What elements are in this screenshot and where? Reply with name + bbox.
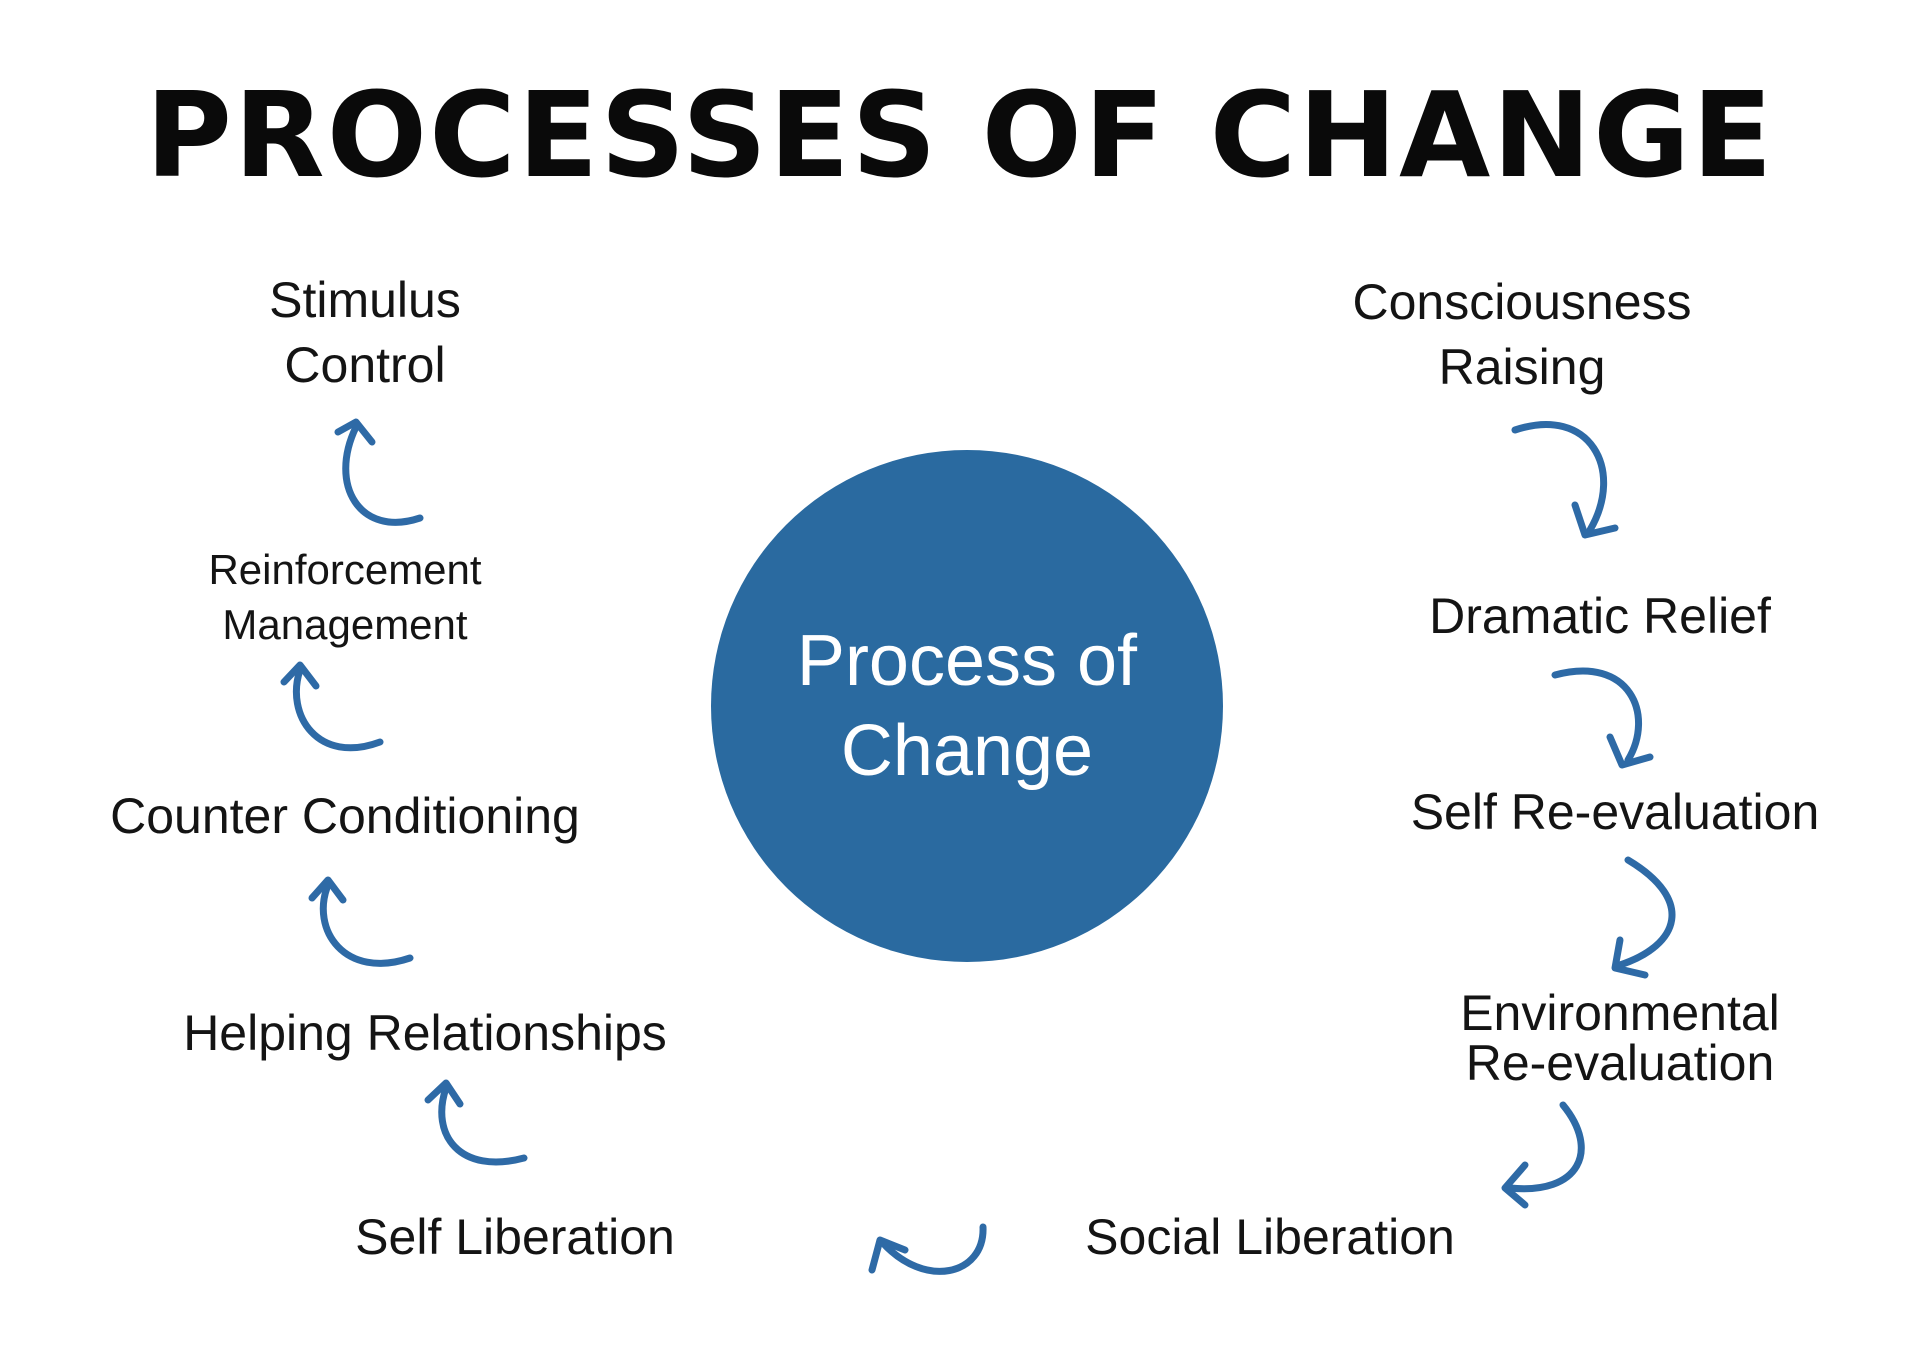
center-label: Process of Change xyxy=(796,621,1138,791)
arrow-hr-to-cc xyxy=(308,876,414,967)
center-circle: Process of Change xyxy=(711,450,1223,962)
arrow-selfl-to-hr xyxy=(424,1079,528,1166)
arrow-cr-to-dr xyxy=(1511,421,1619,539)
label-helping-relationships: Helping Relationships xyxy=(183,1005,667,1061)
label-dramatic-relief: Dramatic Relief xyxy=(1429,588,1771,644)
label-reinforcement-management: Reinforcement Management xyxy=(208,546,482,648)
label-counter-conditioning: Counter Conditioning xyxy=(110,788,580,844)
label-self-liberation: Self Liberation xyxy=(355,1209,675,1265)
label-stimulus-control: Stimulus Control xyxy=(269,272,461,393)
arrow-dr-to-sr xyxy=(1551,667,1654,769)
arrow-rm-to-sc xyxy=(334,418,424,526)
arrow-sl-to-selfl xyxy=(868,1223,987,1275)
label-social-liberation: Social Liberation xyxy=(1085,1209,1455,1265)
arrow-cc-to-rm xyxy=(280,661,384,752)
arrow-sr-to-er xyxy=(1611,856,1676,979)
label-consciousness-raising: Consciousness Raising xyxy=(1352,274,1692,395)
label-environmental-reevaluation: Environmental Re-evaluation xyxy=(1460,985,1780,1091)
arrow-er-to-sl xyxy=(1501,1101,1585,1209)
page-title: PROCESSES OF CHANGE xyxy=(145,66,1775,204)
label-self-reevaluation: Self Re-evaluation xyxy=(1410,784,1820,840)
